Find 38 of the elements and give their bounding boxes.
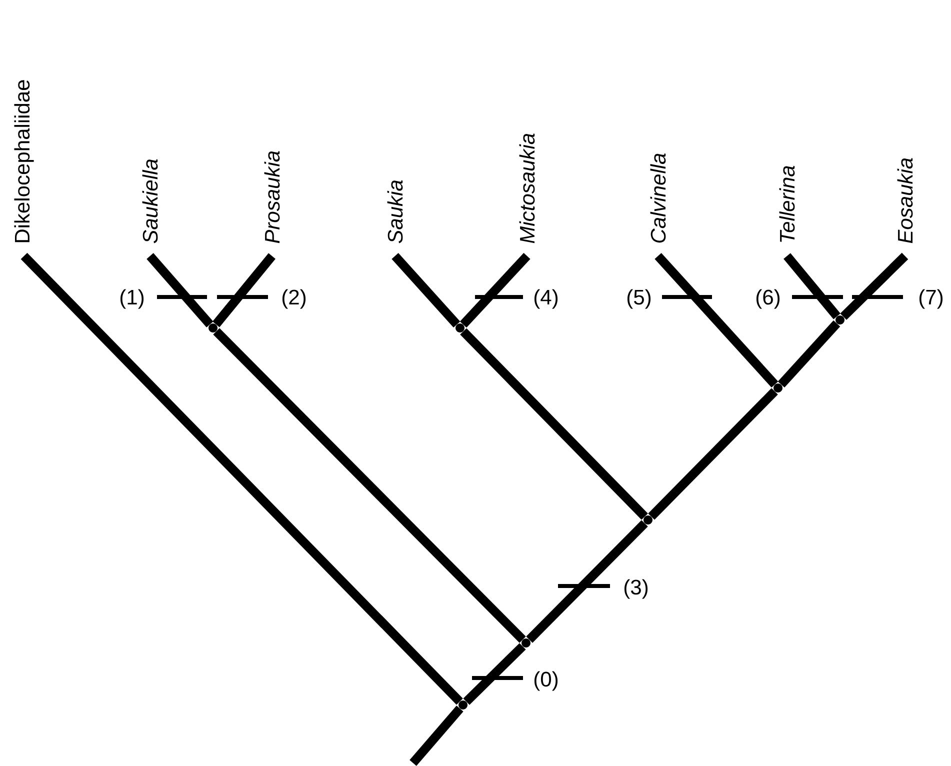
- branch-line: [648, 388, 778, 520]
- branch-line: [526, 520, 648, 643]
- branch-point: [774, 383, 782, 392]
- branch-line: [146, 253, 214, 328]
- taxon-label: Calvinella: [650, 154, 666, 243]
- branch-point: [644, 516, 652, 524]
- branch-line: [654, 252, 778, 388]
- branch-point: [836, 316, 844, 324]
- branch-line: [213, 328, 526, 643]
- character-label: (2): [282, 289, 306, 309]
- branch-line: [410, 706, 464, 766]
- character-label: (4): [534, 289, 558, 309]
- branch-point: [458, 700, 468, 710]
- character-label: (3): [624, 579, 648, 599]
- branch-line: [460, 252, 530, 328]
- taxon-label: Eosaukia: [897, 158, 913, 244]
- taxon-label: Saukiella: [142, 159, 158, 244]
- branch-line: [392, 252, 460, 328]
- character-label: (1): [120, 289, 144, 309]
- branch-point: [522, 638, 530, 648]
- branch-line: [212, 253, 276, 328]
- taxon-label: Dikelocephaliidae: [14, 80, 34, 242]
- character-label: (6): [756, 289, 780, 309]
- character-label: (7): [919, 289, 943, 309]
- taxon-label: Mictosaukia: [519, 134, 535, 244]
- branch-point: [208, 324, 218, 332]
- branch-line: [784, 253, 840, 320]
- branch-line: [778, 320, 840, 388]
- branch-line: [840, 252, 908, 320]
- branch-line: [460, 328, 648, 520]
- branch-line: [463, 643, 526, 705]
- character-label: (0): [534, 671, 558, 691]
- taxon-label: Tellerina: [779, 166, 795, 242]
- taxon-label: Prosaukia: [264, 151, 280, 244]
- branch-line: [20, 252, 463, 705]
- taxon-label: Saukia: [387, 180, 403, 244]
- branch-point: [456, 324, 464, 332]
- character-label: (5): [627, 289, 651, 309]
